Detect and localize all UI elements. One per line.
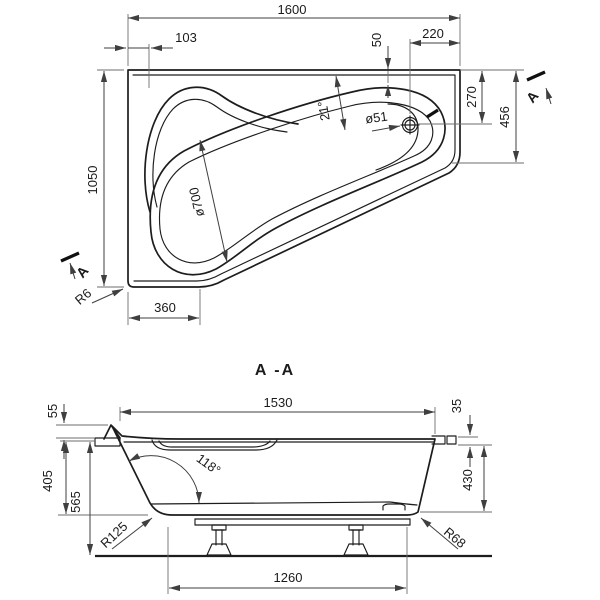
dim-headrest-rise: 55: [45, 404, 108, 459]
basin-bottom-line: [150, 501, 418, 506]
dim-line: [334, 75, 347, 131]
dim-basin-width: ø700: [186, 139, 228, 263]
basin-floor-edge: [375, 103, 419, 171]
dim-basin-tilt: 21°: [314, 75, 347, 131]
left-rim-cap: [94, 437, 121, 447]
dim-label: 270: [464, 86, 479, 108]
dim-label: 1050: [85, 166, 100, 195]
dim-inner-length: 1530: [119, 395, 436, 434]
foot-base: [343, 543, 369, 556]
leader-arrow: [371, 124, 401, 132]
seat-recess-inner: [158, 440, 271, 448]
leader-arrow: [91, 288, 124, 304]
dim-label: 430: [460, 469, 475, 491]
section-letter: A: [523, 88, 542, 106]
section-outline: [111, 425, 436, 516]
dim-top-to-drain: 270: [418, 69, 524, 125]
section-title: A -A: [255, 362, 295, 379]
right-rim-flange: [431, 435, 457, 445]
dim-label: 1600: [278, 2, 307, 17]
view-direction-arrow: [69, 262, 77, 280]
dim-label: 50: [369, 33, 384, 47]
dim-support-span: 1260: [167, 527, 408, 594]
dim-overall-width: 1600: [127, 2, 461, 66]
dim-label: 21°: [314, 100, 332, 122]
dim-label: R68: [441, 524, 469, 551]
dim-label: ø51: [364, 109, 388, 127]
section-mark-a-start: A: [60, 251, 92, 281]
view-direction-arrow: [545, 87, 553, 105]
drain-symbol: [400, 115, 420, 135]
foot-mount: [348, 524, 364, 531]
dim-backrest-angle: 118°: [128, 451, 224, 504]
headrest-outer-edge: [144, 86, 299, 213]
dim-right-side-height: 430: [420, 446, 492, 513]
dim-overall-height: 565: [68, 442, 94, 555]
cutting-plane-tick: [526, 70, 546, 82]
dim-label: 35: [449, 399, 464, 413]
dim-label: 456: [497, 106, 512, 128]
foot-base: [206, 543, 232, 556]
dim-rim-to-basin: 50: [369, 33, 392, 98]
dim-label: 1260: [274, 570, 303, 585]
seat-recess-outer: [151, 439, 278, 451]
dim-offset-left: 103: [104, 30, 197, 88]
dim-label: R6: [72, 285, 94, 307]
waste-fitting: [382, 503, 406, 511]
headrest-peak: [103, 424, 121, 440]
foot-left: [206, 524, 232, 556]
dim-rim-edge-height: 35: [449, 399, 492, 467]
top-view: 1600 103 50 220 270: [60, 2, 553, 325]
dim-corner-radius: R6: [72, 285, 124, 308]
dim-base-radius: R68: [420, 517, 469, 551]
dim-label: 565: [68, 491, 83, 513]
dim-label: 405: [40, 470, 55, 492]
dim-drain-diameter: ø51: [364, 109, 401, 132]
cutting-plane-tick: [60, 251, 80, 263]
dim-label: 220: [422, 26, 444, 41]
support-frame: [194, 518, 411, 526]
dim-label: ø700: [186, 186, 207, 218]
dim-label: 360: [154, 300, 176, 315]
leader-arrow: [111, 517, 153, 550]
foot-mount: [211, 524, 227, 531]
dim-label: R125: [97, 519, 130, 551]
dim-bottom-edge-width: 360: [127, 289, 201, 325]
dim-label: 118°: [194, 451, 224, 478]
dim-line: [199, 139, 228, 263]
angle-arc: [128, 453, 202, 504]
dim-right-edge-depth: 456: [452, 71, 524, 164]
dim-label: 55: [45, 404, 60, 418]
foot-right: [343, 524, 369, 556]
dim-skirt-height: 405: [40, 440, 148, 516]
dim-overall-depth: 1050: [85, 69, 124, 288]
dim-label: 103: [175, 30, 197, 45]
leader-arrow: [420, 517, 459, 550]
tub-outline: [127, 69, 461, 288]
section-mark-a-end: A: [523, 70, 553, 106]
dim-label: 1530: [264, 395, 293, 410]
dim-drain-to-right-edge: 220: [409, 26, 460, 114]
headrest-inner-edge: [152, 98, 288, 208]
tub-inner-rim: [132, 74, 456, 282]
basin-outer-edge: [149, 87, 446, 276]
section-view: A -A: [40, 362, 492, 594]
section-letter: A: [73, 263, 92, 281]
cutting-plane-tick-middle: [426, 108, 439, 119]
dim-skirt-radius: R125: [97, 517, 153, 551]
